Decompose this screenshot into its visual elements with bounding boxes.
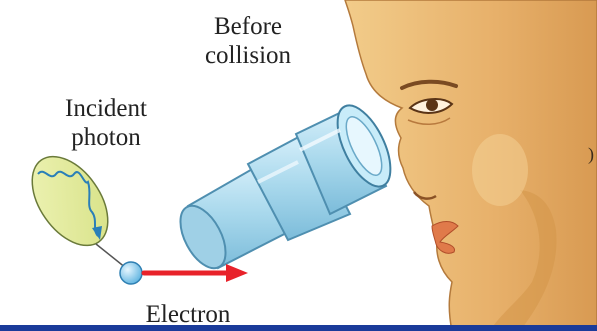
svg-text:): ) bbox=[588, 144, 594, 165]
before-line-2: collision bbox=[186, 43, 310, 68]
eye-iris bbox=[426, 99, 438, 111]
electron bbox=[120, 262, 142, 284]
incident-line-2: photon bbox=[43, 125, 169, 150]
microscope-lens bbox=[171, 98, 401, 276]
electron-label: Electron bbox=[120, 302, 256, 327]
incident-photon bbox=[17, 143, 126, 268]
before-line-1: Before bbox=[186, 14, 310, 39]
incident-line-1: Incident bbox=[43, 96, 169, 121]
incident-photon-label: Incident photon bbox=[43, 96, 169, 150]
electron-direction-arrow bbox=[144, 264, 248, 282]
before-collision-label: Before collision bbox=[186, 14, 310, 68]
frame-bottom-line bbox=[0, 325, 597, 331]
